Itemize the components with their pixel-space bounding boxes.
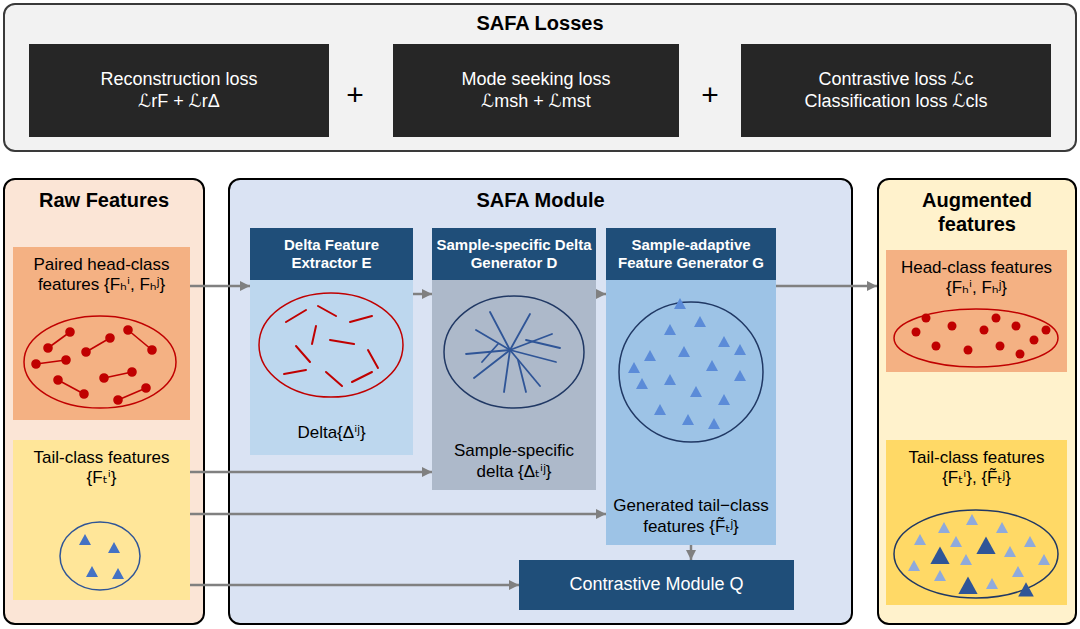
node-text: SAFA Losses	[13, 11, 1067, 35]
node-text: Head-class features {Fₕⁱ, Fₕʲ}	[894, 258, 1059, 299]
node-text: Paired head-class features {Fₕⁱ, Fₕʲ}	[21, 255, 182, 296]
loss-box: Reconstruction lossℒrF + ℒrΔ	[29, 44, 329, 137]
flow-arrow	[190, 471, 432, 474]
flow-arrow	[690, 545, 693, 560]
module-header: Sample-specific Delta Generator D	[432, 228, 596, 280]
flow-arrow	[190, 513, 606, 516]
module-header: Sample-adaptive Feature Generator G	[606, 228, 776, 280]
node-text: Sample-specific Delta Generator D	[435, 236, 593, 272]
augmented-tail-cluster	[894, 510, 1058, 598]
module-body: Sample-specific delta {Δₜⁱʲ}	[432, 280, 596, 490]
delta-lines	[259, 293, 403, 397]
node-text: Delta{Δⁱʲ}	[256, 423, 407, 443]
head-class-box: Head-class features {Fₕⁱ, Fₕʲ}	[886, 250, 1067, 372]
sample-specific-delta-star	[444, 296, 584, 408]
flow-arrow	[190, 285, 250, 288]
node-text: Contrastive Module Q	[523, 574, 790, 596]
node-text: Mode seeking loss	[399, 69, 673, 91]
loss-box: Mode seeking lossℒmsh + ℒmst	[393, 44, 679, 137]
raw-features-panel: Raw FeaturesPaired head-class features {…	[3, 178, 205, 625]
flow-arrow	[596, 293, 606, 296]
safa-module-panel: SAFA ModuleDelta Feature Extractor E Delt…	[228, 178, 853, 625]
node-text: Raw Features	[13, 188, 195, 212]
module-body: Delta{Δⁱʲ}	[250, 280, 413, 455]
node-text: Augmented features	[887, 188, 1067, 236]
flow-arrow	[190, 584, 519, 587]
node-text: Reconstruction loss	[35, 69, 323, 91]
loss-box: Contrastive loss ℒcClassification loss ℒ…	[741, 44, 1051, 137]
raw-head-cluster	[24, 316, 176, 408]
node-text: Contrastive loss ℒc	[747, 69, 1045, 91]
flow-arrow	[776, 285, 877, 288]
node-text: ℒrF + ℒrΔ	[35, 91, 323, 113]
augmented-head-cluster	[894, 309, 1058, 367]
node-text: Sample-specific delta {Δₜⁱʲ}	[438, 441, 590, 482]
plus-sign: +	[693, 80, 727, 110]
node-text: Tail-class features {Fₜⁱ}	[21, 448, 182, 489]
node-text: Tail-class features {Fₜⁱ}, {F̃ₜʲ}	[894, 448, 1059, 489]
node-text: Classification loss ℒcls	[747, 91, 1045, 113]
module-header: Delta Feature Extractor E	[250, 228, 413, 280]
node-text: Sample-adaptive Feature Generator G	[609, 236, 773, 272]
head-class-box: Paired head-class features {Fₕⁱ, Fₕʲ}	[13, 247, 190, 420]
tail-class-box: Tail-class features {Fₜⁱ}, {F̃ₜʲ}	[886, 440, 1067, 605]
plus-sign: +	[338, 80, 372, 110]
losses-panel: SAFA LossesReconstruction lossℒrF + ℒrΔ M…	[3, 3, 1077, 152]
flow-arrow	[413, 293, 432, 296]
generated-tail-cluster	[619, 298, 763, 442]
node-text: SAFA Module	[238, 188, 843, 212]
node-text: ℒmsh + ℒmst	[399, 91, 673, 113]
contrastive-module: Contrastive Module Q	[519, 560, 794, 610]
node-text: Delta Feature Extractor E	[253, 236, 410, 272]
tail-class-box: Tail-class features {Fₜⁱ}	[13, 440, 190, 600]
raw-tail-cluster	[60, 522, 140, 590]
module-body: Generated tail−class features {F̃ₜʲ}	[606, 280, 776, 545]
augmented-panel: Augmented featuresHead-class features {F…	[877, 178, 1077, 625]
node-text: Generated tail−class features {F̃ₜʲ}	[612, 496, 770, 537]
